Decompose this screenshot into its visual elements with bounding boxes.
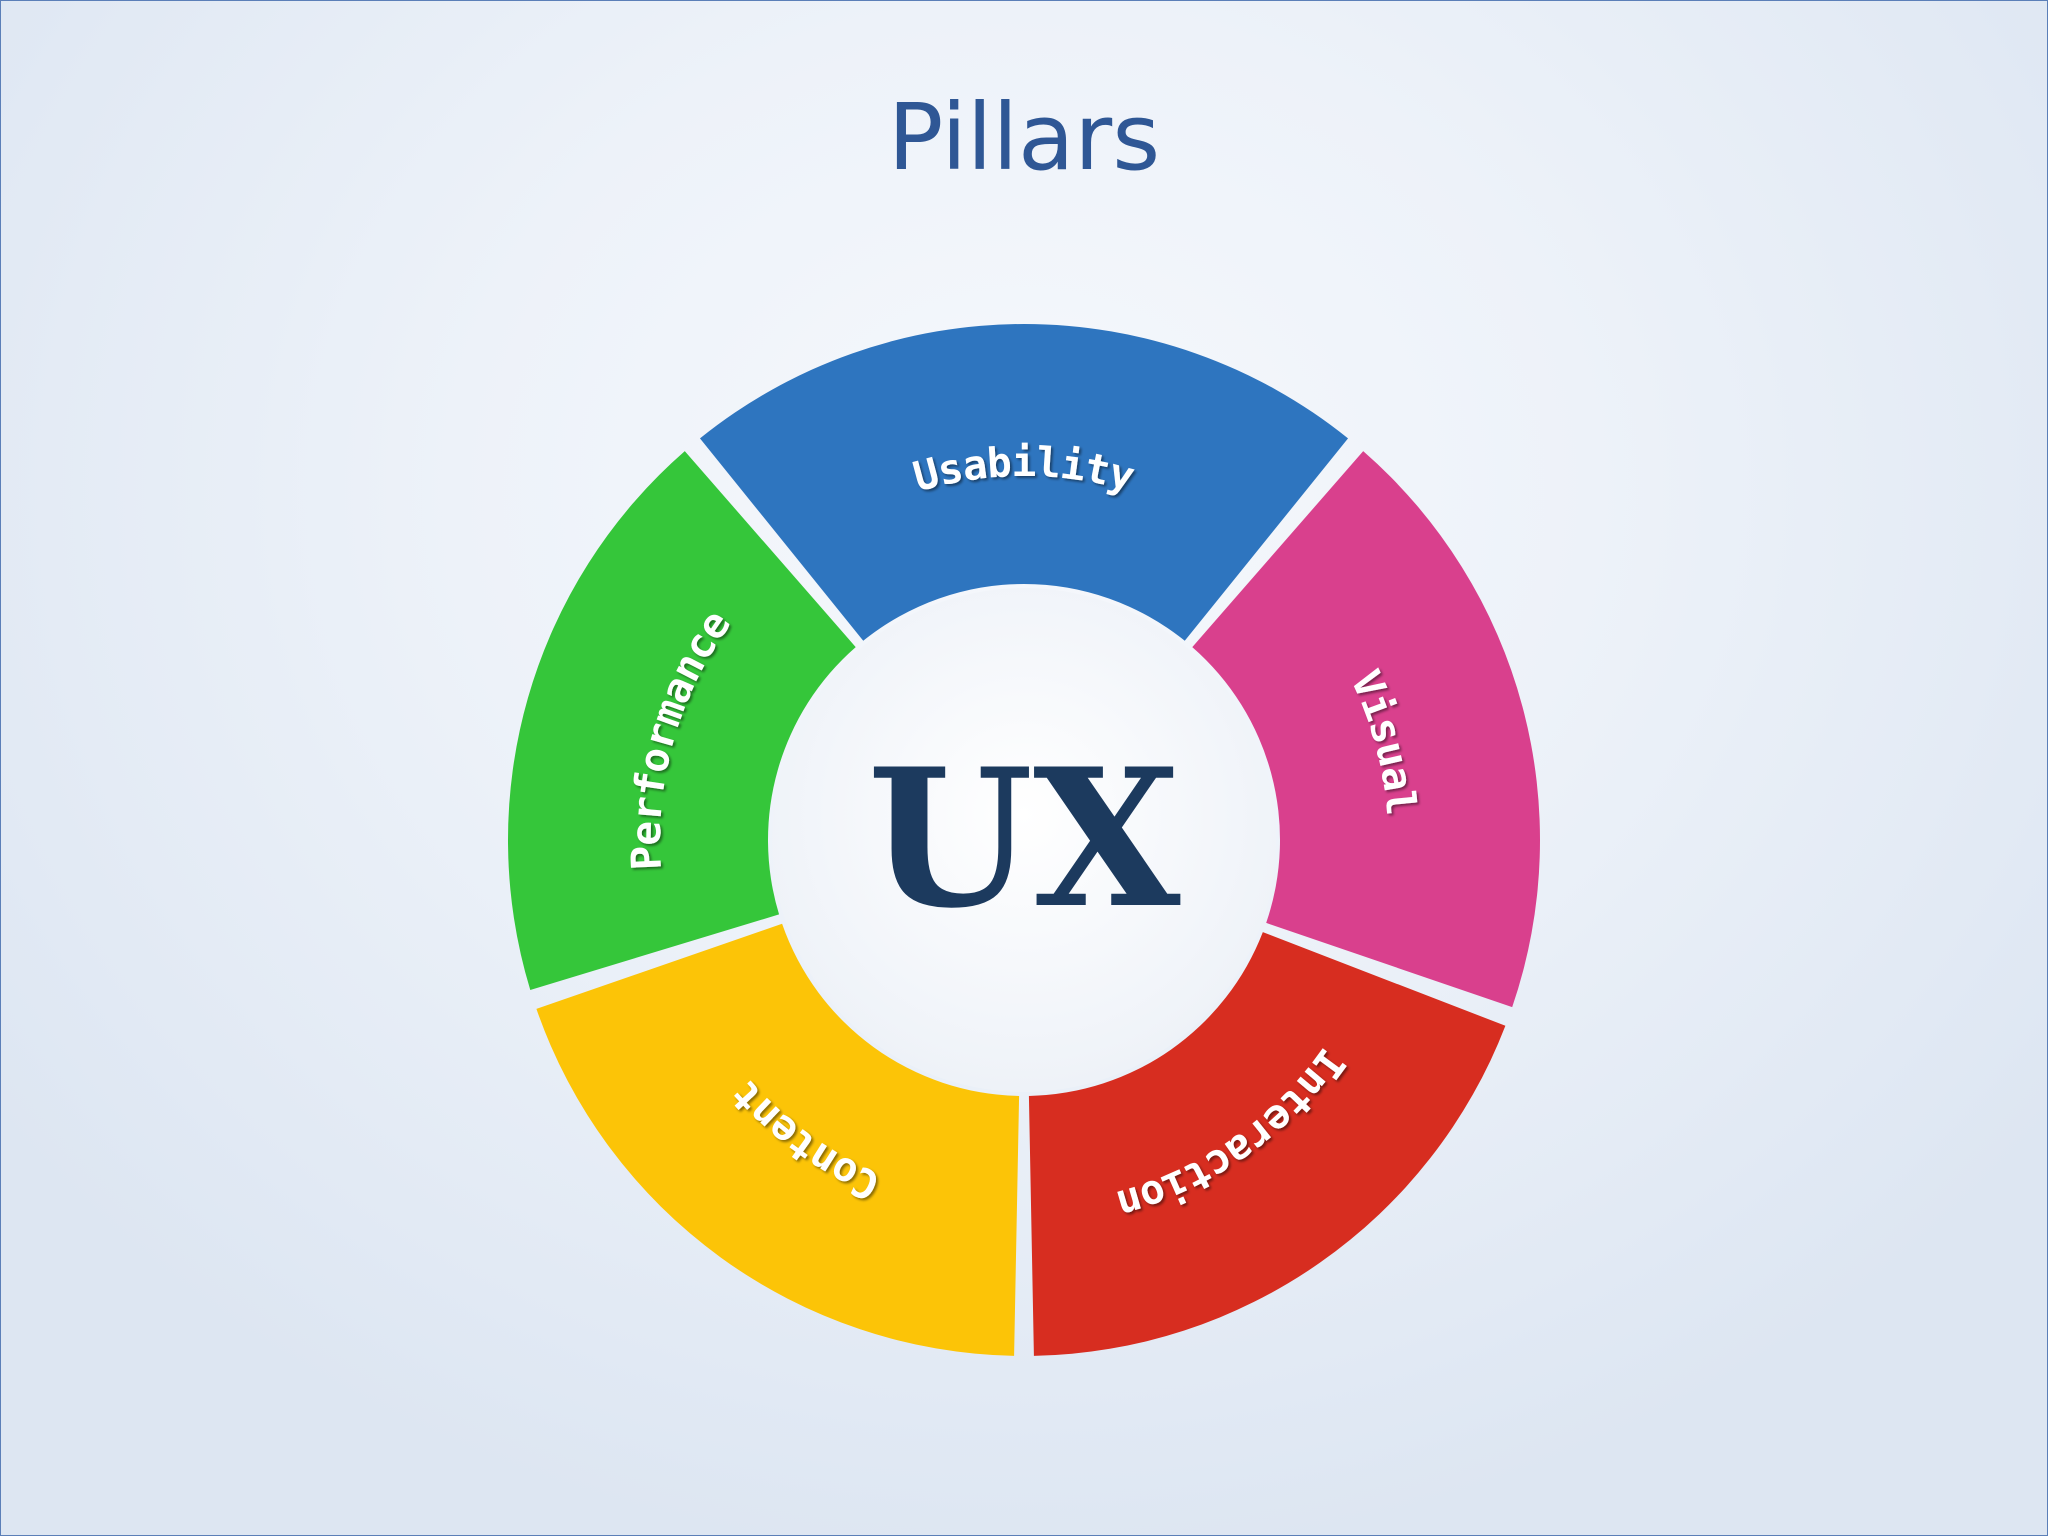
ux-hub xyxy=(772,588,1276,1092)
slide-title: Pillars xyxy=(887,84,1161,191)
pillar-ring: UsabilityVisualInteractionContentPerform… xyxy=(507,324,1541,1356)
segment-usability xyxy=(699,324,1349,641)
segment-visual xyxy=(1192,451,1541,1008)
segment-content xyxy=(536,923,1020,1356)
segment-interaction xyxy=(1028,932,1506,1356)
segment-performance xyxy=(507,451,856,990)
center-label: UX xyxy=(867,727,1181,950)
